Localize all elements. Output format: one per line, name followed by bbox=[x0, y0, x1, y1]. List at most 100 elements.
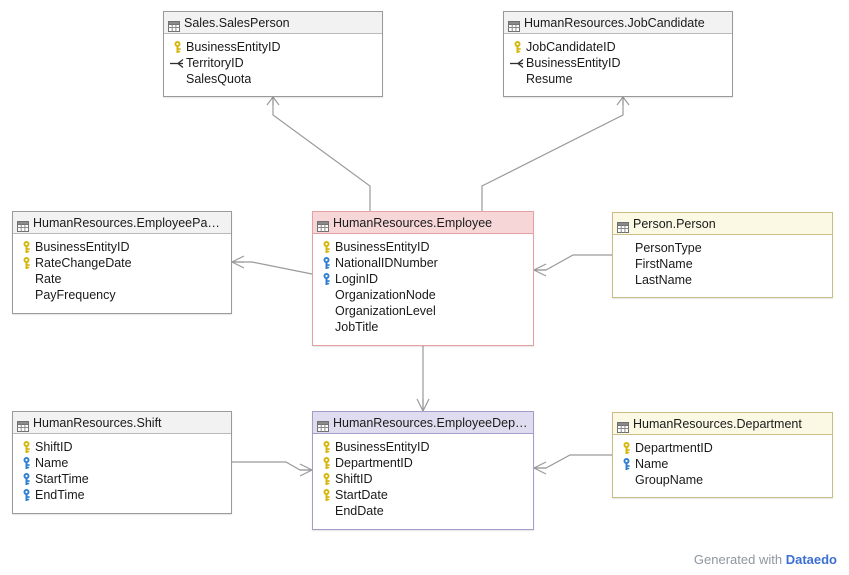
column-row[interactable]: Resume bbox=[510, 71, 726, 87]
foreign-key-icon bbox=[510, 55, 526, 71]
column-row[interactable]: Name bbox=[619, 456, 826, 472]
column-marker-none bbox=[170, 71, 186, 87]
entity-header-department[interactable]: HumanResources.Department bbox=[613, 413, 832, 435]
column-row[interactable]: Rate bbox=[19, 271, 225, 287]
column-row[interactable]: RateChangeDate bbox=[19, 255, 225, 271]
column-marker-none bbox=[319, 503, 335, 519]
relationship-employee-salesperson bbox=[266, 96, 371, 211]
column-name: EndDate bbox=[335, 504, 384, 518]
entity-title: Person.Person bbox=[633, 216, 716, 231]
column-name: Resume bbox=[526, 72, 573, 86]
primary-key-icon bbox=[619, 440, 635, 456]
column-row[interactable]: PersonType bbox=[619, 240, 826, 256]
column-name: TerritoryID bbox=[186, 56, 244, 70]
column-name: ShiftID bbox=[35, 440, 73, 454]
column-row[interactable]: EndTime bbox=[19, 487, 225, 503]
entity-employeepayhistory[interactable]: HumanResources.EmployeePayHi... BusinessE… bbox=[12, 211, 232, 314]
column-marker-none bbox=[319, 319, 335, 335]
column-row[interactable]: OrganizationLevel bbox=[319, 303, 527, 319]
entity-title: HumanResources.JobCandidate bbox=[524, 15, 705, 30]
entity-header-jobcandidate[interactable]: HumanResources.JobCandidate bbox=[504, 12, 732, 34]
column-name: StartDate bbox=[335, 488, 388, 502]
column-row[interactable]: StartDate bbox=[319, 487, 527, 503]
column-row[interactable]: PayFrequency bbox=[19, 287, 225, 303]
column-row[interactable]: ShiftID bbox=[19, 439, 225, 455]
column-name: Name bbox=[35, 456, 69, 470]
column-name: StartTime bbox=[35, 472, 89, 486]
column-row[interactable]: ShiftID bbox=[319, 471, 527, 487]
column-row[interactable]: GroupName bbox=[619, 472, 826, 488]
column-row[interactable]: StartTime bbox=[19, 471, 225, 487]
entity-title: Sales.SalesPerson bbox=[184, 15, 290, 30]
table-grid-icon bbox=[617, 418, 629, 433]
relationship-employee-jobcandidate bbox=[481, 96, 630, 211]
table-grid-icon bbox=[17, 417, 29, 432]
column-row[interactable]: LastName bbox=[619, 272, 826, 288]
column-marker-none bbox=[619, 256, 635, 272]
primary-key-icon bbox=[319, 239, 335, 255]
entity-title: HumanResources.EmployeeDepar... bbox=[333, 415, 528, 430]
column-row[interactable]: OrganizationNode bbox=[319, 287, 527, 303]
column-row[interactable]: NationalIDNumber bbox=[319, 255, 527, 271]
column-row[interactable]: BusinessEntityID bbox=[170, 39, 376, 55]
column-row[interactable]: JobCandidateID bbox=[510, 39, 726, 55]
column-row[interactable]: EndDate bbox=[319, 503, 527, 519]
primary-key-icon bbox=[19, 255, 35, 271]
column-row[interactable]: DepartmentID bbox=[319, 455, 527, 471]
table-grid-icon bbox=[508, 17, 520, 32]
column-name: JobCandidateID bbox=[526, 40, 616, 54]
unique-key-icon bbox=[19, 455, 35, 471]
table-grid-icon bbox=[17, 217, 29, 232]
column-row[interactable]: BusinessEntityID bbox=[319, 239, 527, 255]
entity-header-employee[interactable]: HumanResources.Employee bbox=[313, 212, 533, 234]
entity-header-employeedepartmenthistory[interactable]: HumanResources.EmployeeDepar... bbox=[313, 412, 533, 434]
column-row[interactable]: BusinessEntityID bbox=[319, 439, 527, 455]
column-row[interactable]: TerritoryID bbox=[170, 55, 376, 71]
watermark-prefix: Generated with bbox=[693, 552, 783, 567]
entity-title: HumanResources.Department bbox=[633, 416, 802, 431]
column-row[interactable]: JobTitle bbox=[319, 319, 527, 335]
column-marker-none bbox=[619, 240, 635, 256]
column-marker-none bbox=[19, 287, 35, 303]
entity-title: HumanResources.Employee bbox=[333, 215, 493, 230]
unique-key-icon bbox=[19, 487, 35, 503]
column-name: ShiftID bbox=[335, 472, 373, 486]
entity-employeedepartmenthistory[interactable]: HumanResources.EmployeeDepar... BusinessE… bbox=[312, 411, 534, 530]
column-name: BusinessEntityID bbox=[35, 240, 130, 254]
column-row[interactable]: BusinessEntityID bbox=[510, 55, 726, 71]
table-grid-icon bbox=[617, 218, 629, 233]
column-name: PayFrequency bbox=[35, 288, 116, 302]
column-name: FirstName bbox=[635, 257, 693, 271]
column-name: SalesQuota bbox=[186, 72, 252, 86]
column-marker-none bbox=[319, 303, 335, 319]
watermark-brand: Dataedo bbox=[785, 552, 837, 567]
primary-key-icon bbox=[19, 439, 35, 455]
column-row[interactable]: Name bbox=[19, 455, 225, 471]
entity-header-person[interactable]: Person.Person bbox=[613, 213, 832, 235]
column-row[interactable]: DepartmentID bbox=[619, 440, 826, 456]
primary-key-icon bbox=[319, 471, 335, 487]
relationship-employee-empdepthistory bbox=[416, 346, 430, 413]
column-row[interactable]: LoginID bbox=[319, 271, 527, 287]
entity-header-shift[interactable]: HumanResources.Shift bbox=[13, 412, 231, 434]
column-row[interactable]: FirstName bbox=[619, 256, 826, 272]
column-name: BusinessEntityID bbox=[335, 440, 430, 454]
column-row[interactable]: SalesQuota bbox=[170, 71, 376, 87]
column-row[interactable]: BusinessEntityID bbox=[19, 239, 225, 255]
entity-header-employeepayhistory[interactable]: HumanResources.EmployeePayHi... bbox=[13, 212, 231, 234]
entity-header-salesperson[interactable]: Sales.SalesPerson bbox=[164, 12, 382, 34]
table-grid-icon bbox=[168, 17, 180, 32]
entity-title: HumanResources.EmployeePayHi... bbox=[33, 215, 226, 230]
column-name: BusinessEntityID bbox=[526, 56, 621, 70]
